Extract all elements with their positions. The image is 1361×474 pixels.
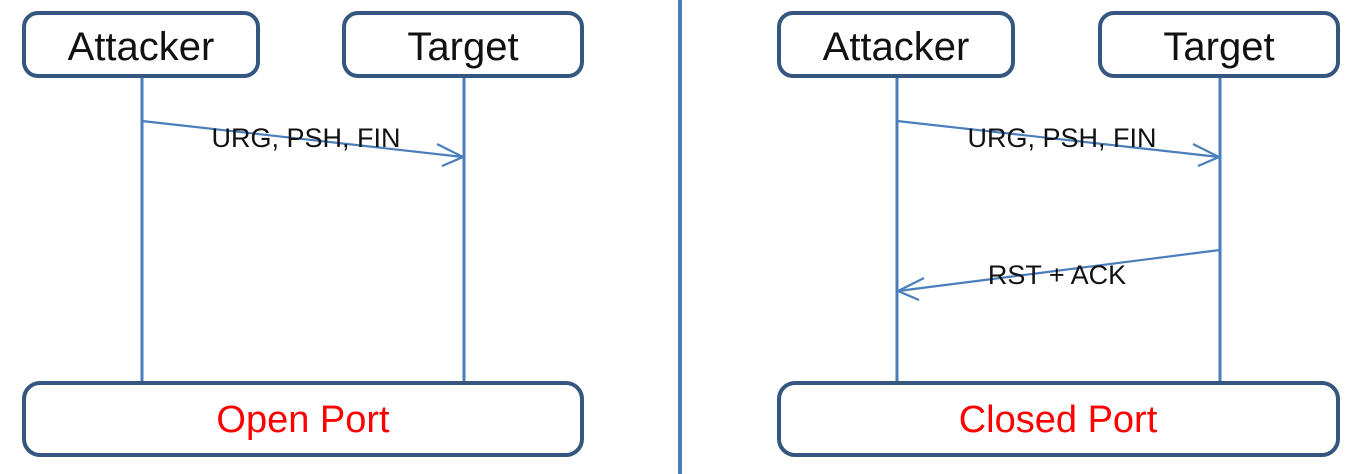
result-box-open-port-shape	[22, 381, 584, 457]
actor-box-target-shape	[342, 11, 584, 78]
result-label-open-port: Open Port	[216, 399, 390, 441]
result-box-closed-port-shape	[777, 381, 1340, 457]
actor-box-target-shape	[1098, 11, 1340, 78]
actor-box-attacker[interactable]: Attacker	[22, 11, 260, 78]
message-rst-ack-line	[897, 248, 1221, 293]
message-urg-psh-fin-line	[141, 119, 464, 159]
message-rst-ack-label: RST + ACK	[988, 260, 1126, 290]
actor-label-attacker: Attacker	[68, 25, 215, 69]
message-rst-ack-arrowhead	[895, 277, 925, 302]
result-label-closed-port: Closed Port	[959, 399, 1158, 441]
result-box-open-port[interactable]: Open Port	[22, 381, 584, 457]
message-urg-psh-fin-line	[896, 119, 1220, 159]
message-urg-psh-fin-arrowhead	[1192, 143, 1222, 168]
message-rst-ack[interactable]: RST + ACK	[895, 248, 1221, 302]
message-urg-psh-fin-label: URG, PSH, FIN	[967, 123, 1156, 153]
actor-label-target: Target	[1163, 25, 1274, 69]
result-box-closed-port[interactable]: Closed Port	[777, 381, 1340, 457]
message-urg-psh-fin-label: URG, PSH, FIN	[211, 123, 400, 153]
panel-open-port: Attacker Target URG, PSH, FIN Open Port	[22, 11, 584, 457]
panel-closed-port: Attacker Target URG, PSH, FIN RST + ACK	[777, 11, 1340, 457]
message-urg-psh-fin[interactable]: URG, PSH, FIN	[896, 119, 1222, 168]
actor-box-target[interactable]: Target	[1098, 11, 1340, 78]
actor-box-attacker-shape	[22, 11, 260, 78]
actor-label-target: Target	[407, 25, 518, 69]
actor-box-attacker-shape	[777, 11, 1015, 78]
actor-box-target[interactable]: Target	[342, 11, 584, 78]
actor-label-attacker: Attacker	[823, 25, 970, 69]
actor-box-attacker[interactable]: Attacker	[777, 11, 1015, 78]
message-urg-psh-fin-arrowhead	[436, 143, 466, 168]
message-urg-psh-fin[interactable]: URG, PSH, FIN	[141, 119, 466, 168]
